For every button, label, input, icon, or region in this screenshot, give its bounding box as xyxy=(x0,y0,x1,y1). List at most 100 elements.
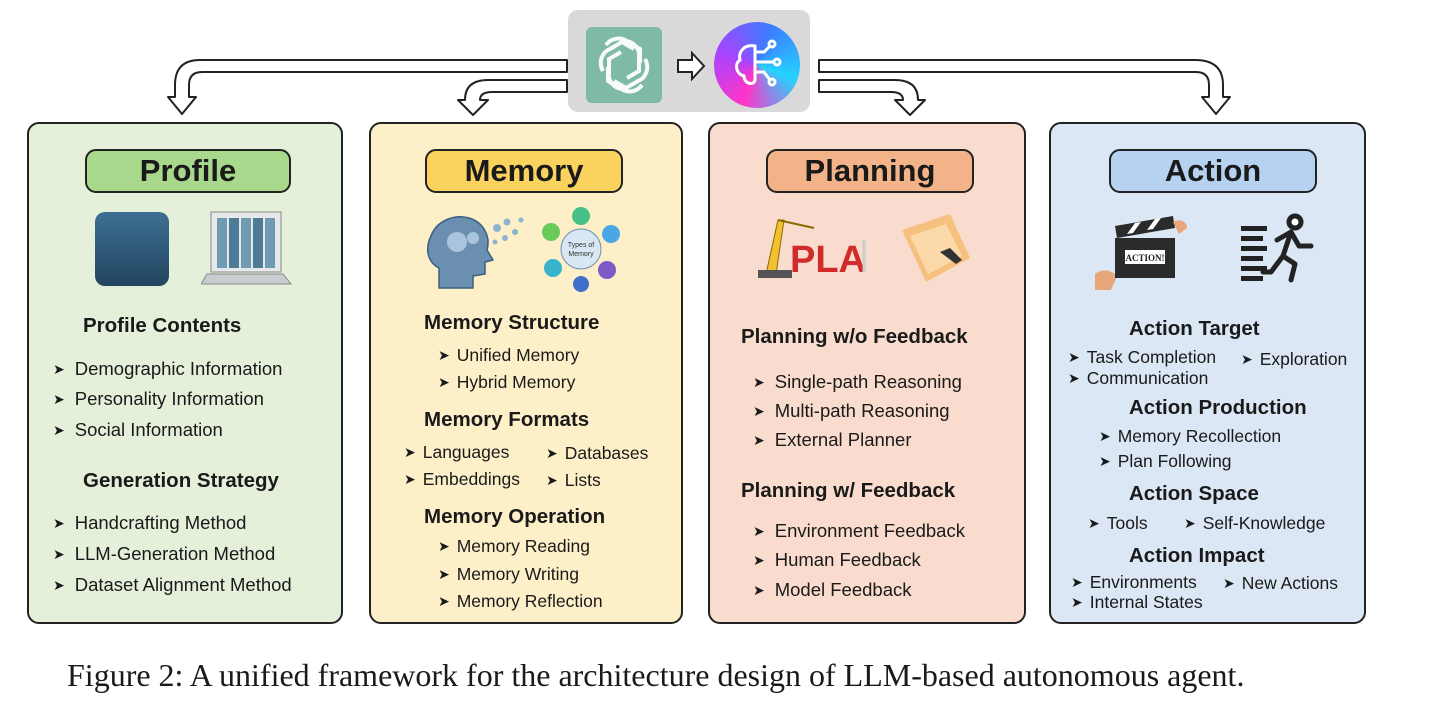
section-heading: Memory Structure xyxy=(424,311,600,334)
list-item: ➤Model Feedback xyxy=(753,579,912,600)
svg-text:Types of: Types of xyxy=(568,242,595,249)
bullet-arrow-icon: ➤ xyxy=(1071,574,1083,590)
bullet-arrow-icon: ➤ xyxy=(53,515,65,531)
list-item: ➤Internal States xyxy=(1071,592,1203,612)
list-item: ➤Exploration xyxy=(1241,349,1348,369)
running-figure-icon xyxy=(1237,212,1317,291)
bullet-arrow-icon: ➤ xyxy=(404,444,416,460)
section-heading: Action Production xyxy=(1129,396,1307,419)
section-heading: Memory Formats xyxy=(424,408,590,431)
list-item: ➤Handcrafting Method xyxy=(53,512,247,533)
svg-text:PLA: PLA xyxy=(790,239,866,281)
list-item: ➤Memory Reflection xyxy=(438,591,603,611)
list-item: ➤Unified Memory xyxy=(438,345,580,365)
list-item: ➤Lists xyxy=(546,470,601,490)
bullet-arrow-icon: ➤ xyxy=(546,472,558,488)
bullet-arrow-icon: ➤ xyxy=(1088,515,1100,531)
list-item: ➤Hybrid Memory xyxy=(438,372,576,392)
list-item: ➤LLM-Generation Method xyxy=(53,543,276,564)
bullet-arrow-icon: ➤ xyxy=(1241,351,1253,367)
list-item: ➤New Actions xyxy=(1223,573,1339,593)
bullet-arrow-icon: ➤ xyxy=(753,374,765,390)
list-item: ➤Demographic Information xyxy=(53,358,283,379)
list-item: ➤Tools xyxy=(1088,513,1148,533)
list-item: ➤Communication xyxy=(1068,368,1209,388)
notes-hand-icon xyxy=(896,212,972,291)
bullet-arrow-icon: ➤ xyxy=(753,403,765,419)
list-item: ➤Environments xyxy=(1071,572,1197,592)
list-item: ➤Memory Writing xyxy=(438,564,579,584)
planning-module: Planning PLA Planning w/o Feedback ➤Sing… xyxy=(708,122,1026,624)
bullet-arrow-icon: ➤ xyxy=(1184,515,1196,531)
memory-title: Memory xyxy=(425,149,623,193)
bullet-arrow-icon: ➤ xyxy=(53,391,65,407)
bullet-arrow-icon: ➤ xyxy=(753,582,765,598)
memory-module: Memory Types of Memory Memory Structure … xyxy=(369,122,683,624)
action-title: Action xyxy=(1109,149,1317,193)
list-item: ➤External Planner xyxy=(753,429,912,450)
plan-crane-icon: PLA xyxy=(754,210,874,287)
profile-title: Profile xyxy=(85,149,291,193)
bullet-arrow-icon: ➤ xyxy=(53,361,65,377)
list-item: ➤Human Feedback xyxy=(753,549,921,570)
laptop-folders-icon xyxy=(200,208,293,293)
arrow-to-planning xyxy=(818,79,926,116)
list-item: ➤Databases xyxy=(546,443,649,463)
profile-tile-icon xyxy=(95,212,169,286)
section-heading: Memory Operation xyxy=(424,505,606,528)
list-item: ➤Social Information xyxy=(53,419,223,440)
bullet-arrow-icon: ➤ xyxy=(1099,453,1111,469)
list-item: ➤Embeddings xyxy=(404,469,521,489)
list-item: ➤Memory Recollection xyxy=(1099,426,1282,446)
bullet-arrow-icon: ➤ xyxy=(1223,575,1235,591)
list-item: ➤Dataset Alignment Method xyxy=(53,574,292,595)
svg-text:Memory: Memory xyxy=(568,251,594,258)
arrow-to-memory xyxy=(457,79,568,116)
arrow-right-icon xyxy=(675,50,707,87)
bullet-arrow-icon: ➤ xyxy=(753,432,765,448)
section-heading: Action Target xyxy=(1129,317,1260,340)
bullet-arrow-icon: ➤ xyxy=(438,566,450,582)
section-heading: Profile Contents xyxy=(83,314,242,337)
bullet-arrow-icon: ➤ xyxy=(546,445,558,461)
bullet-arrow-icon: ➤ xyxy=(1068,370,1080,386)
list-item: ➤Task Completion xyxy=(1068,347,1217,367)
openai-logo-icon xyxy=(586,27,662,103)
bullet-arrow-icon: ➤ xyxy=(1068,349,1080,365)
list-item: ➤Plan Following xyxy=(1099,451,1232,471)
svg-text:ACTION!: ACTION! xyxy=(1125,253,1164,263)
bullet-arrow-icon: ➤ xyxy=(438,374,450,390)
list-item: ➤Self-Knowledge xyxy=(1184,513,1326,533)
section-heading: Action Space xyxy=(1129,482,1259,505)
section-heading: Planning w/ Feedback xyxy=(741,479,956,502)
memory-types-diagram-icon: Types of Memory xyxy=(539,206,623,297)
brain-network-logo-icon xyxy=(714,22,800,108)
planning-title: Planning xyxy=(766,149,974,193)
arrow-to-profile xyxy=(167,59,568,115)
section-heading: Generation Strategy xyxy=(83,469,279,492)
arrow-to-action xyxy=(818,59,1231,115)
section-heading: Action Impact xyxy=(1129,544,1265,567)
clapperboard-icon: ACTION! xyxy=(1093,212,1189,297)
list-item: ➤Single-path Reasoning xyxy=(753,371,962,392)
figure-caption: Figure 2: A unified framework for the ar… xyxy=(67,657,1245,693)
head-gears-icon xyxy=(421,208,531,295)
bullet-arrow-icon: ➤ xyxy=(438,593,450,609)
action-module: Action ACTION! Action Target ➤Ta xyxy=(1049,122,1366,624)
bullet-arrow-icon: ➤ xyxy=(404,471,416,487)
bullet-arrow-icon: ➤ xyxy=(1099,428,1111,444)
bullet-arrow-icon: ➤ xyxy=(53,422,65,438)
profile-module: Profile Profile Contents ➤Demographic In… xyxy=(27,122,343,624)
list-item: ➤Personality Information xyxy=(53,388,264,409)
list-item: ➤Multi-path Reasoning xyxy=(753,400,950,421)
bullet-arrow-icon: ➤ xyxy=(753,552,765,568)
list-item: ➤Environment Feedback xyxy=(753,520,965,541)
bullet-arrow-icon: ➤ xyxy=(438,347,450,363)
list-item: ➤Languages xyxy=(404,442,510,462)
bullet-arrow-icon: ➤ xyxy=(53,546,65,562)
bullet-arrow-icon: ➤ xyxy=(438,538,450,554)
bullet-arrow-icon: ➤ xyxy=(753,523,765,539)
list-item: ➤Memory Reading xyxy=(438,536,590,556)
section-heading: Planning w/o Feedback xyxy=(741,325,968,348)
